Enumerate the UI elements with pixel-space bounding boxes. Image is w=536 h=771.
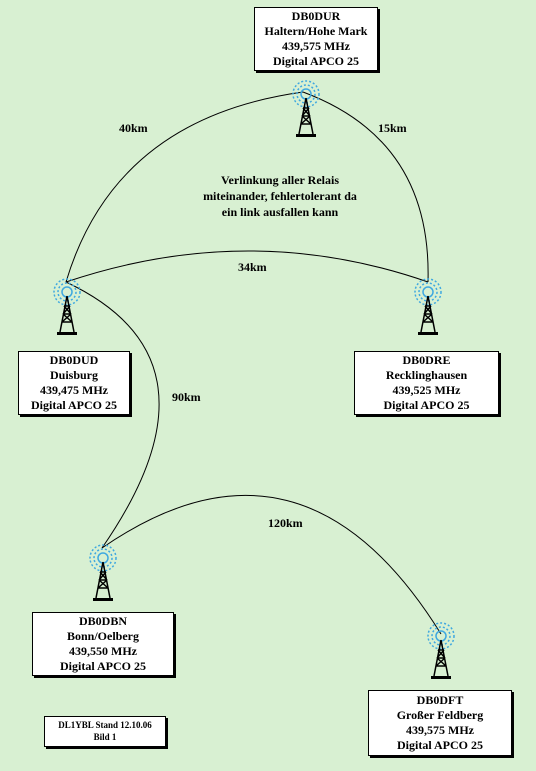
link-dud-dur	[65, 91, 304, 283]
description-line: Verlinkung aller Relais	[220, 173, 339, 187]
node-mode: Digital APCO 25	[397, 738, 483, 752]
link-dur-dre	[302, 91, 429, 283]
tower-icon	[427, 622, 455, 679]
node-location: Duisburg	[49, 368, 99, 382]
node-mode: Digital APCO 25	[31, 398, 117, 412]
credit-box: DL1YBL Stand 12.10.06 Bild 1	[44, 716, 166, 747]
node-mode: Digital APCO 25	[383, 398, 470, 412]
node-location: Recklinghausen	[385, 368, 468, 382]
node-mode: Digital APCO 25	[273, 54, 359, 68]
node-location: Großer Feldberg	[396, 708, 484, 722]
link-label-dud-dbn: 90km	[172, 390, 201, 404]
node-db0dud: DB0DUD Duisburg 439,475 MHz Digital APCO…	[18, 351, 130, 415]
link-label-dbn-dft: 120km	[268, 516, 303, 530]
node-frequency: 439,575 MHz	[406, 723, 474, 737]
node-db0dft: DB0DFT Großer Feldberg 439,575 MHz Digit…	[368, 690, 512, 756]
credit-author-date: DL1YBL Stand 12.10.06	[58, 720, 152, 730]
link-label-dur-dre: 15km	[378, 121, 407, 135]
node-location: Bonn/Oelberg	[66, 629, 139, 643]
tower-icon	[89, 544, 117, 601]
link-dud-dbn	[65, 281, 160, 549]
link-dud-dre	[65, 250, 429, 283]
node-db0dbn: DB0DBN Bonn/Oelberg 439,550 MHz Digital …	[32, 612, 174, 676]
link-label-dud-dre: 34km	[238, 260, 267, 274]
node-callsign: DB0DBN	[78, 614, 127, 628]
node-frequency: 439,575 MHz	[282, 39, 350, 53]
tower-icon	[292, 80, 320, 137]
node-location: Haltern/Hohe Mark	[264, 24, 368, 38]
node-frequency: 439,525 MHz	[392, 383, 461, 397]
node-db0dre: DB0DRE Recklinghausen 439,525 MHz Digita…	[354, 351, 499, 415]
link-dbn-dft	[101, 495, 442, 635]
node-callsign: DB0DRE	[402, 353, 451, 367]
node-db0dur: DB0DUR Haltern/Hohe Mark 439,575 MHz Dig…	[254, 7, 378, 71]
link-label-dud-dur: 40km	[119, 121, 148, 135]
diagram-description: Verlinkung aller Relais miteinander, feh…	[160, 172, 400, 220]
node-mode: Digital APCO 25	[60, 659, 146, 673]
description-line: ein link ausfallen kann	[221, 205, 339, 219]
node-callsign: DB0DUD	[49, 353, 99, 367]
description-line: miteinander, fehlertolerant da	[203, 189, 357, 203]
node-callsign: DB0DFT	[416, 693, 464, 707]
node-callsign: DB0DUR	[291, 9, 341, 23]
credit-figure-number: Bild 1	[93, 732, 117, 742]
tower-icon	[414, 278, 442, 335]
tower-icon	[53, 278, 81, 335]
node-frequency: 439,550 MHz	[69, 644, 137, 658]
node-frequency: 439,475 MHz	[40, 383, 108, 397]
